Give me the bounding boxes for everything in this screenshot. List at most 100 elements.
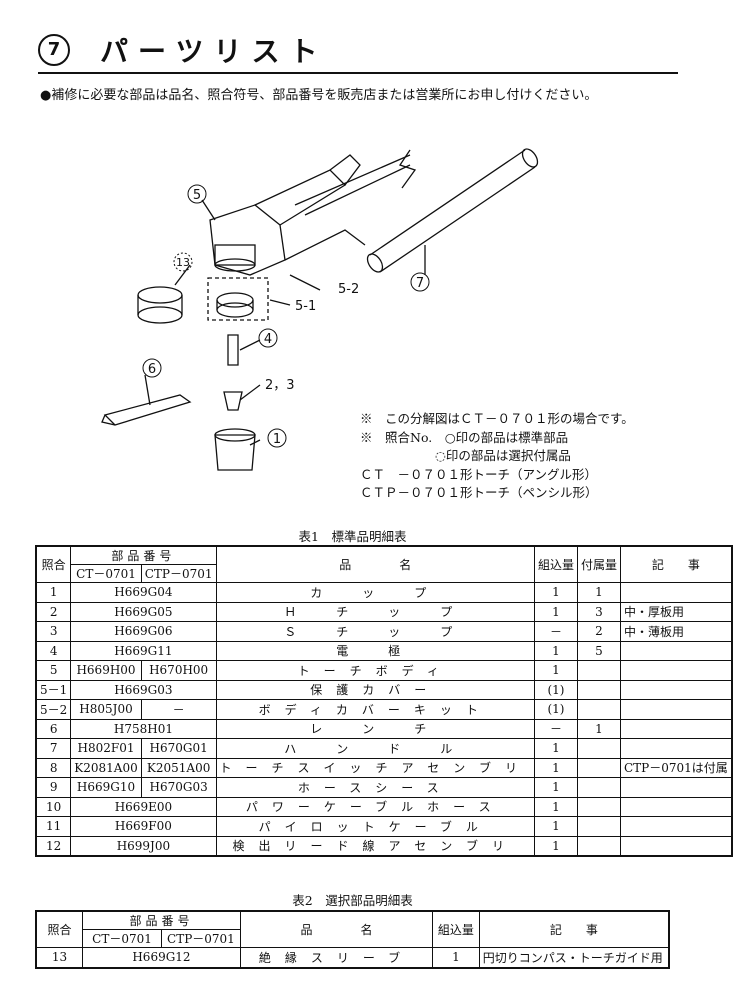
label-1: 1 bbox=[273, 432, 281, 447]
cell-part-no: H669G04 bbox=[70, 582, 217, 603]
cell-remarks bbox=[619, 582, 733, 603]
cell-remarks bbox=[619, 816, 733, 837]
cell-acc bbox=[576, 757, 621, 778]
legend-line: ◌印の部品は選択付属品 bbox=[360, 448, 571, 463]
cell-name: Ｈ チ ッ プ bbox=[215, 601, 535, 622]
cell-ctp-part-no: H670G03 bbox=[140, 777, 217, 798]
cell-acc: 5 bbox=[576, 640, 621, 661]
col-remarks: 記 事 bbox=[478, 910, 670, 948]
col-ct: CT－0701 bbox=[70, 564, 142, 583]
col-ct: CT－0701 bbox=[82, 929, 162, 948]
cell-acc bbox=[576, 777, 621, 798]
standard-parts-table: 照合 部品番号 品 名 組込量 付属量 記 事 CT－0701 CTP－0701… bbox=[35, 545, 733, 857]
label-6: 6 bbox=[148, 362, 156, 377]
section-title: パーツリスト bbox=[100, 35, 328, 68]
cell-qty: 1 bbox=[533, 738, 578, 759]
instruction-note: ●補修に必要な部品は品名、照合符号、部品番号を販売店または営業所にお申し付けくだ… bbox=[40, 88, 598, 103]
col-ctp: CTP－0701 bbox=[140, 564, 217, 583]
cell-ref: 12 bbox=[35, 835, 72, 857]
cell-ref: 1 bbox=[35, 582, 72, 603]
cell-qty: (1) bbox=[533, 699, 578, 720]
cell-ctp-part-no: H670H00 bbox=[140, 660, 217, 681]
cell-ref: 3 bbox=[35, 621, 72, 642]
cell-ct-part-no: H802F01 bbox=[70, 738, 142, 759]
cell-ref: 10 bbox=[35, 796, 72, 817]
cell-remarks bbox=[619, 718, 733, 739]
cell-qty: 1 bbox=[533, 796, 578, 817]
cell-acc: 1 bbox=[576, 718, 621, 739]
cell-ctp-part-no: K2051A00 bbox=[140, 757, 217, 778]
cell-ref: 6 bbox=[35, 718, 72, 739]
cell-part-no: H669F00 bbox=[70, 816, 217, 837]
cell-ref: 5－1 bbox=[35, 679, 72, 700]
cell-name: 検出リード線アセンブリ bbox=[215, 835, 535, 857]
cell-ct-part-no: K2081A00 bbox=[70, 757, 142, 778]
cell-ct-part-no: H669H00 bbox=[70, 660, 142, 681]
diagram-legend: ※ この分解図はＣＴ－０７０１形の場合です。 ※ 照合No. ○印の部品は標準部… bbox=[360, 410, 634, 503]
label-2-3: 2，3 bbox=[265, 378, 295, 393]
cell-ctp-part-no: H670G01 bbox=[140, 738, 217, 759]
cell-part-no: H758H01 bbox=[70, 718, 217, 739]
cell-ct-part-no: H805J00 bbox=[70, 699, 142, 720]
cell-part-no: H669G06 bbox=[70, 621, 217, 642]
cell-remarks bbox=[619, 796, 733, 817]
cell-ref: 13 bbox=[35, 947, 84, 968]
cell-part-no: H669G05 bbox=[70, 601, 217, 622]
cell-name: レ ン チ bbox=[215, 718, 535, 739]
cell-remarks bbox=[619, 699, 733, 720]
cell-acc bbox=[576, 660, 621, 681]
cell-ref: 4 bbox=[35, 640, 72, 661]
cell-name: パワーケーブルホース bbox=[215, 796, 535, 817]
cell-remarks: 円切りコンパス・トーチガイド用 bbox=[478, 947, 670, 968]
cell-name: ボディカバーキット bbox=[215, 699, 535, 720]
cell-qty: 1 bbox=[533, 777, 578, 798]
col-part-no: 部品番号 bbox=[70, 545, 217, 565]
cell-part-no: H669G12 bbox=[82, 947, 241, 968]
col-name: 品 名 bbox=[215, 545, 535, 583]
cell-qty: 1 bbox=[533, 601, 578, 622]
legend-line: ＣＴＰ－０７０１形トーチ（ペンシル形） bbox=[360, 485, 598, 500]
cell-acc bbox=[576, 835, 621, 857]
cell-acc: 2 bbox=[576, 621, 621, 642]
label-5: 5 bbox=[193, 188, 201, 203]
cell-qty: 1 bbox=[533, 816, 578, 837]
col-name: 品 名 bbox=[239, 910, 434, 948]
cell-name: 絶縁スリーブ bbox=[239, 947, 434, 968]
wrench-drawing bbox=[101, 394, 192, 426]
electrode-drawing bbox=[227, 334, 239, 366]
cell-part-no: H669G11 bbox=[70, 640, 217, 661]
cell-ref: 11 bbox=[35, 816, 72, 837]
table1-caption: 表1 標準品明細表 bbox=[298, 529, 407, 544]
col-ref: 照合 bbox=[35, 910, 84, 948]
col-part-no: 部品番号 bbox=[82, 910, 241, 930]
cell-acc: 1 bbox=[576, 582, 621, 603]
col-qty: 組込量 bbox=[432, 910, 480, 948]
cell-qty: 1 bbox=[533, 660, 578, 681]
cell-remarks bbox=[619, 777, 733, 798]
exploded-diagram: 5 13 5-1 5-2 4 6 2，3 1 7 bbox=[101, 148, 539, 471]
cell-remarks: CTP－0701は付属 bbox=[619, 757, 733, 778]
cell-name: 保護カバー bbox=[215, 679, 535, 700]
col-ref: 照合 bbox=[35, 545, 72, 583]
cell-remarks bbox=[619, 835, 733, 857]
cell-remarks bbox=[619, 679, 733, 700]
cell-qty: 1 bbox=[533, 640, 578, 661]
legend-line: ※ この分解図はＣＴ－０７０１形の場合です。 bbox=[360, 411, 634, 426]
handle-drawing bbox=[369, 149, 536, 273]
tip-drawing bbox=[223, 391, 243, 411]
cell-remarks bbox=[619, 640, 733, 661]
cell-qty: 1 bbox=[432, 947, 480, 968]
label-4: 4 bbox=[264, 332, 272, 347]
cell-remarks bbox=[619, 660, 733, 681]
cell-remarks bbox=[619, 738, 733, 759]
